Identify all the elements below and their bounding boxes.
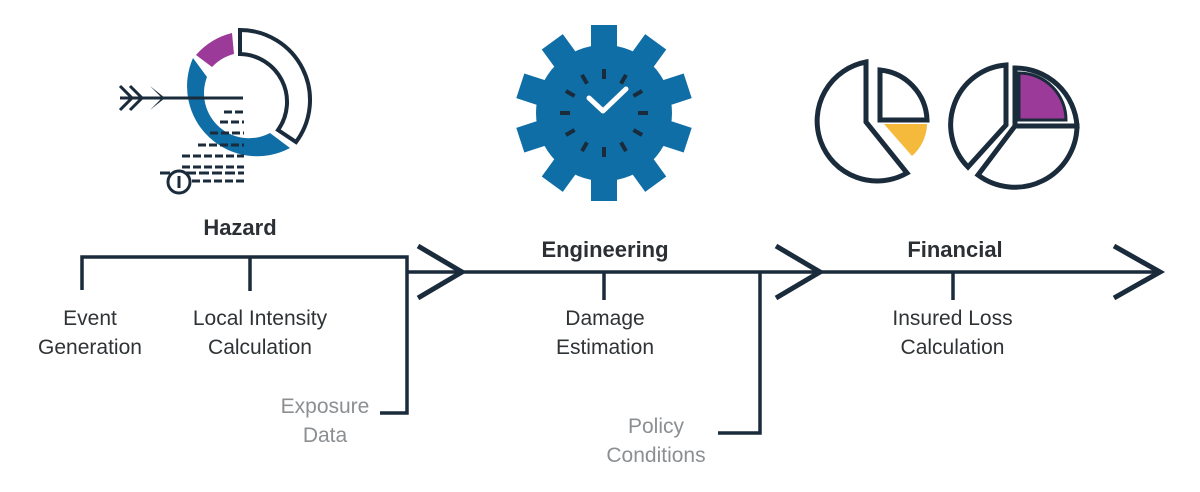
step-damage-estimation: Damage Estimation (555, 307, 655, 359)
stage-title-engineering: Engineering (541, 237, 669, 262)
stage-title-hazard: Hazard (203, 215, 277, 240)
hazard-donut-purple-segment (196, 33, 234, 67)
clock-hands (586, 86, 629, 114)
stage-title-financial: Financial (907, 237, 1003, 262)
arrowhead-1 (416, 243, 467, 301)
pie-charts-icon (814, 58, 1080, 190)
step-event-generation: Event Generation (38, 307, 142, 359)
arrowhead-3 (1112, 243, 1166, 301)
pie-chart-right (948, 62, 1080, 190)
input-exposure-data: Exposure Data (280, 395, 370, 447)
arrowhead-2 (774, 243, 825, 301)
pie-chart-left (814, 58, 930, 184)
policy-bracket (718, 272, 762, 435)
flow-lines (80, 243, 1166, 435)
step-local-intensity-calculation: Local Intensity Calculation (192, 307, 328, 359)
gear-clock-icon (516, 25, 692, 201)
input-policy-conditions: Policy Conditions (606, 415, 706, 467)
hazard-target-donut-icon (118, 27, 312, 195)
hazard-bracket (80, 255, 409, 415)
hazard-donut-blue-arc (187, 58, 290, 157)
hazard-donut-outline-segment (238, 27, 312, 145)
step-insured-loss-calculation: Insured Loss Calculation (892, 307, 1013, 359)
